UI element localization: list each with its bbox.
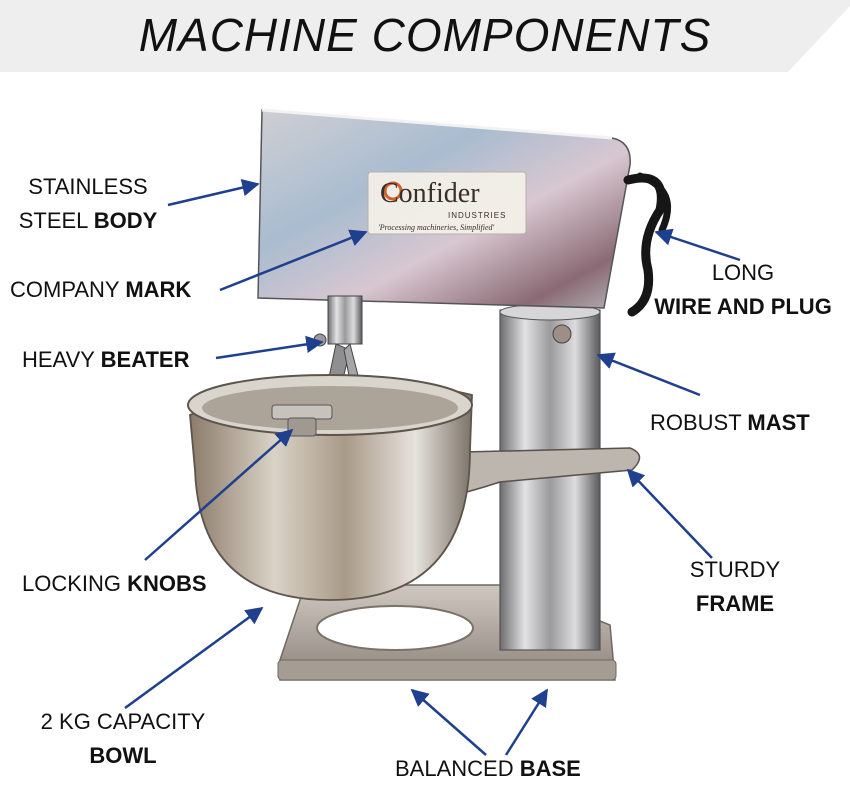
logo-brand: Confider xyxy=(380,178,480,209)
label-bowl-bold: BOWL xyxy=(89,743,157,768)
arrow-mark xyxy=(219,229,368,292)
label-mast-bold: MAST xyxy=(747,410,810,435)
arrow-body xyxy=(167,179,260,207)
label-frame-line1: STURDY xyxy=(689,557,781,582)
label-company-mark: COMPANY MARK xyxy=(10,273,191,307)
label-body-line1: STAINLESS xyxy=(28,174,148,199)
label-stainless-steel-body: STAINLESS STEEL BODY xyxy=(8,170,168,238)
label-knobs-bold: KNOBS xyxy=(127,571,207,596)
label-base-plain: BALANCED xyxy=(395,756,520,781)
label-body-plain: STEEL xyxy=(18,208,94,233)
label-base-bold: BASE xyxy=(519,756,581,781)
label-wire-and-plug: LONG WIRE AND PLUG xyxy=(638,256,848,324)
arrow-base-left xyxy=(410,688,487,756)
label-heavy-beater: HEAVY BEATER xyxy=(22,343,190,377)
company-mark: Confider INDUSTRIES 'Processing machiner… xyxy=(367,171,527,235)
logo-tagline: 'Processing machineries, Simplified' xyxy=(378,223,495,232)
annotation-arrows xyxy=(124,179,741,756)
arrow-wire xyxy=(654,228,741,262)
label-mast-plain: ROBUST xyxy=(650,410,748,435)
label-beater-plain: HEAVY xyxy=(22,347,101,372)
logo-sub: INDUSTRIES xyxy=(448,211,506,220)
wire-and-plug xyxy=(623,172,672,317)
label-mark-plain: COMPANY xyxy=(10,277,126,302)
label-bowl: 2 KG CAPACITY BOWL xyxy=(18,705,228,773)
label-wire-line1: LONG xyxy=(711,260,775,285)
bowl xyxy=(187,374,473,601)
title-band xyxy=(0,0,850,72)
label-mark-bold: MARK xyxy=(125,277,192,302)
arrow-base-right xyxy=(504,688,549,756)
arrow-beater xyxy=(215,335,324,360)
label-robust-mast: ROBUST MAST xyxy=(650,406,810,440)
label-wire-bold: WIRE AND PLUG xyxy=(654,294,832,319)
label-bowl-line1: 2 KG CAPACITY xyxy=(40,709,206,734)
page-title: MACHINE COMPONENTS xyxy=(138,9,712,61)
label-body-bold: BODY xyxy=(93,208,158,233)
arrow-frame xyxy=(626,468,713,559)
label-sturdy-frame: STURDY FRAME xyxy=(660,553,810,621)
locking-knob xyxy=(271,404,333,437)
label-frame-bold: FRAME xyxy=(695,591,775,616)
label-balanced-base: BALANCED BASE xyxy=(395,752,581,786)
arrow-bowl xyxy=(124,606,264,710)
arrow-mast xyxy=(596,352,701,397)
label-beater-bold: BEATER xyxy=(100,347,190,372)
arrow-knobs xyxy=(144,428,294,561)
label-knobs-plain: LOCKING xyxy=(22,571,128,596)
label-locking-knobs: LOCKING KNOBS xyxy=(22,567,207,601)
